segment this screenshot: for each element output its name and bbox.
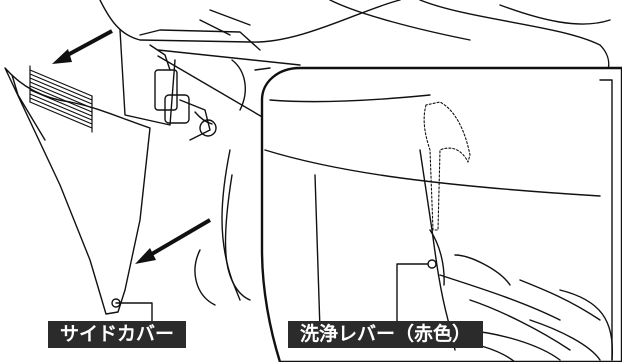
removal-arrows (52, 29, 212, 264)
toilet-body (99, 0, 611, 306)
zoom-detail-contents (264, 79, 614, 362)
cover-clip (111, 298, 153, 323)
callout-line-bottom (157, 55, 265, 119)
callout-line-top (157, 49, 301, 66)
zoom-detail-frame (260, 66, 622, 362)
side-cover-panel (4, 67, 151, 315)
vent-grille (29, 65, 93, 133)
valve-assembly (149, 44, 217, 141)
side-cover-label: サイドカバー (48, 321, 187, 348)
lever-pointer (396, 259, 437, 323)
flush-lever-outline (423, 101, 471, 231)
flush-lever-label: 洗浄レバー（赤色） (288, 321, 484, 348)
